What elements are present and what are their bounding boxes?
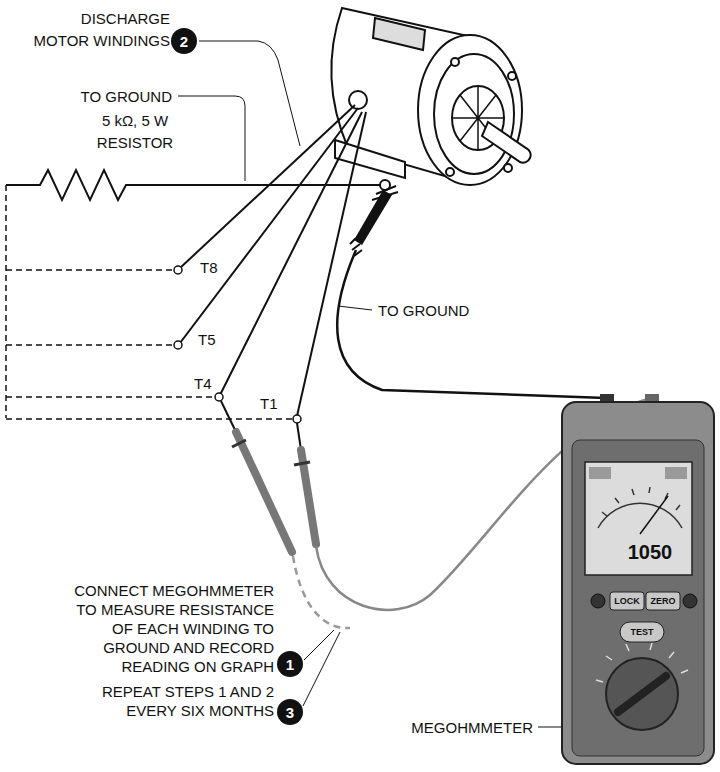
terminal-label: T8 xyxy=(200,258,224,277)
lead-wire xyxy=(180,105,355,268)
part-label: MEGOHMMETER xyxy=(408,718,533,737)
meter-readout: 1050 xyxy=(612,541,688,563)
rotary-dial xyxy=(606,658,678,730)
test-probes xyxy=(221,401,316,552)
clip-jaws xyxy=(372,186,398,200)
callout-number: 3 xyxy=(277,699,303,725)
resistor-symbol xyxy=(6,170,380,200)
button-label: ZERO xyxy=(646,594,680,608)
lead-end xyxy=(215,393,223,401)
terminal-label: T4 xyxy=(194,374,216,393)
step-note: CONNECT MEGOHMMETER TO MEASURE RESISTANC… xyxy=(59,581,274,676)
bolt xyxy=(508,72,516,80)
leader-line xyxy=(199,41,300,146)
step-note: REPEAT STEPS 1 AND 2 EVERY SIX MONTHS xyxy=(59,682,274,720)
leader-line xyxy=(178,96,245,181)
leader-line xyxy=(338,306,372,310)
test-button xyxy=(620,622,664,642)
motor-shaft xyxy=(482,122,531,163)
dashed-jumper xyxy=(5,185,7,418)
button-label: TEST xyxy=(620,625,664,639)
dashed-jumper xyxy=(6,269,174,271)
lead-wire xyxy=(180,108,358,343)
leader-line xyxy=(304,630,334,660)
lead-end xyxy=(174,266,182,274)
dashed-jumper xyxy=(6,396,215,398)
lead-end xyxy=(293,415,301,423)
bolt xyxy=(504,164,512,172)
probe-guard xyxy=(232,440,246,447)
wire-label: TO GROUND xyxy=(378,301,488,320)
meter-face xyxy=(572,440,704,756)
lead-wire xyxy=(297,112,366,416)
callout-number: 2 xyxy=(171,28,197,54)
meter-case xyxy=(562,402,714,764)
ground-wire xyxy=(337,250,606,398)
button xyxy=(610,592,644,610)
step-note: DISCHARGE MOTOR WINDINGS xyxy=(25,8,170,52)
motor xyxy=(331,8,530,190)
motor-leads xyxy=(180,105,366,416)
terminal-label: T5 xyxy=(198,330,222,349)
dial-knob xyxy=(618,676,666,712)
terminal-box xyxy=(349,91,367,109)
dial-ticks xyxy=(596,643,688,682)
alligator-clip xyxy=(354,190,392,245)
terminal-label: T1 xyxy=(260,394,284,413)
bolt xyxy=(446,168,454,176)
clip-spring xyxy=(350,238,362,256)
screen-segment xyxy=(589,467,611,479)
callout-number: 1 xyxy=(277,651,303,677)
nameplate xyxy=(373,18,425,50)
meter-screen xyxy=(585,462,692,575)
end-bell xyxy=(418,35,522,185)
probe-body xyxy=(236,432,292,552)
probe-guard xyxy=(294,462,310,465)
scale-ticks xyxy=(602,487,680,516)
end-bell-inner xyxy=(434,54,514,174)
leader-line xyxy=(303,632,340,706)
lead-ends xyxy=(174,266,301,423)
resistor-label: 5 kΩ, 5 W RESISTOR xyxy=(85,110,185,154)
bolt xyxy=(451,58,459,66)
needle xyxy=(640,496,668,534)
button xyxy=(646,592,680,610)
button xyxy=(591,594,605,608)
button xyxy=(683,594,697,608)
button-label: LOCK xyxy=(610,594,644,608)
dashed-jumper xyxy=(6,344,174,346)
wire-label: TO GROUND xyxy=(72,87,172,106)
probe-tip xyxy=(221,401,236,432)
screen-segment xyxy=(665,467,687,479)
analog-scale xyxy=(598,503,682,528)
lead-end xyxy=(174,341,182,349)
megohmmeter xyxy=(562,394,714,764)
probe-tip xyxy=(297,423,301,450)
temporary-jumpers xyxy=(6,185,293,419)
dashed-jumper xyxy=(6,418,293,420)
